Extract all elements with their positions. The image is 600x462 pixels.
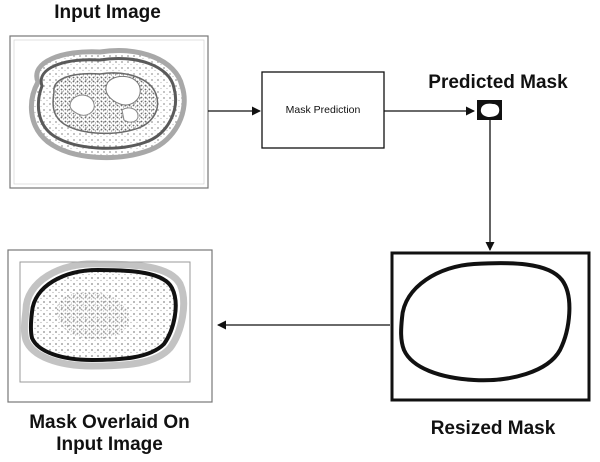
input-image-thumbnail — [9, 35, 209, 189]
small-mask-icon — [477, 100, 502, 120]
overlay-title-line1: Mask Overlaid On — [29, 412, 190, 433]
resized-mask-title: Resized Mask — [430, 418, 556, 439]
overlay-title: Mask Overlaid On Input Image — [2, 412, 217, 456]
tissue-image-icon — [28, 48, 187, 160]
large-mask-outline-icon — [399, 261, 572, 383]
overlay-image-icon — [20, 260, 188, 370]
mask-prediction-label: Mask Prediction — [285, 104, 361, 116]
input-image-title: Input Image — [54, 2, 161, 23]
mask-prediction-box — [261, 71, 385, 149]
resized-mask-thumbnail — [390, 251, 591, 402]
overlay-image-thumbnail — [7, 249, 213, 403]
overlay-title-line2: Input Image — [56, 434, 163, 455]
predicted-mask-title: Predicted Mask — [428, 72, 568, 93]
